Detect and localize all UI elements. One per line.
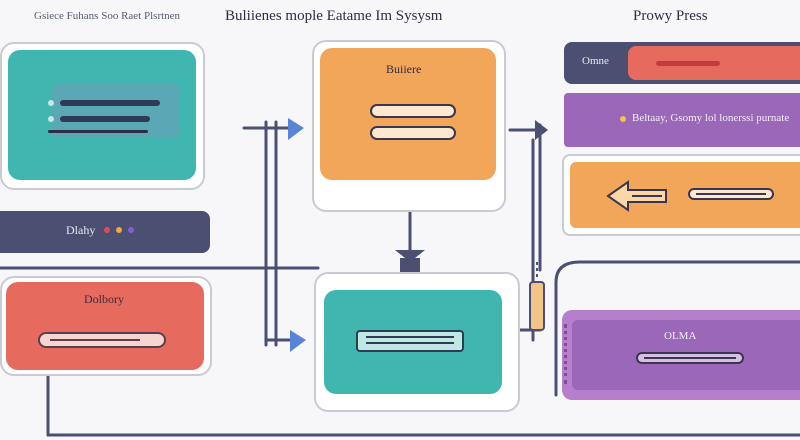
left-top-line-1 [60, 100, 160, 106]
right-bottom-label: OLMA [664, 330, 697, 342]
bullet-icon [48, 100, 54, 106]
right-orange-panel [570, 162, 800, 228]
left-top-card [0, 42, 205, 190]
right-top-bar [656, 61, 720, 66]
left-top-line-2 [60, 116, 150, 122]
left-status-label: Dlahy [66, 223, 96, 237]
header-right-title: Prowy Press [633, 8, 708, 24]
arrow-right-icon [288, 118, 304, 140]
double-arrow-left-icon [606, 180, 667, 212]
header-left-caption: Gsiece Fuhans Soo Raet Plsrtnen [34, 10, 181, 22]
left-bottom-panel: Dolbory [6, 282, 204, 370]
center-bottom-card [314, 272, 520, 412]
right-top-strip: Omne [564, 42, 800, 84]
left-bottom-input[interactable] [38, 332, 166, 348]
center-top-input-2[interactable] [370, 126, 456, 140]
status-dot-purple-icon [128, 227, 134, 233]
left-top-inner-screen [52, 84, 180, 138]
center-top-panel: Buiiere [320, 48, 496, 180]
header-center-title: Buliienes mople Eatame Im Sysysm [225, 8, 443, 24]
right-top-coral-panel [628, 46, 800, 80]
left-bottom-card: Dolbory [0, 276, 212, 376]
right-purple-text: Beltaay, Gsomy lol lonerssi purnate [632, 112, 790, 124]
right-orange-card [562, 154, 800, 236]
status-dot-orange-icon [116, 227, 122, 233]
arrow-down-icon [395, 250, 425, 262]
center-top-label: Buiiere [386, 62, 422, 76]
arrow-right-icon [535, 120, 548, 140]
right-bottom-input[interactable] [636, 352, 744, 364]
left-top-underline [48, 130, 148, 133]
arrow-right-icon [290, 330, 306, 352]
right-bottom-rail [564, 324, 571, 384]
bullet-icon [620, 116, 626, 122]
left-status-bar: Dlahy [0, 211, 210, 253]
right-bottom-panel: OLMA [562, 310, 800, 400]
center-bottom-input[interactable] [356, 330, 464, 352]
center-bottom-panel [324, 290, 502, 394]
status-dot-red-icon [104, 227, 110, 233]
left-top-panel [8, 50, 196, 180]
right-top-label: Omne [582, 55, 609, 67]
right-bottom-inner: OLMA [572, 320, 800, 390]
bullet-icon [48, 116, 54, 122]
right-purple-strip: Beltaay, Gsomy lol lonerssi purnate [564, 93, 800, 147]
right-orange-input[interactable] [688, 188, 774, 200]
left-bottom-label: Dolbory [84, 292, 124, 306]
center-top-card: Buiiere [312, 40, 506, 212]
center-top-input-1[interactable] [370, 104, 456, 118]
